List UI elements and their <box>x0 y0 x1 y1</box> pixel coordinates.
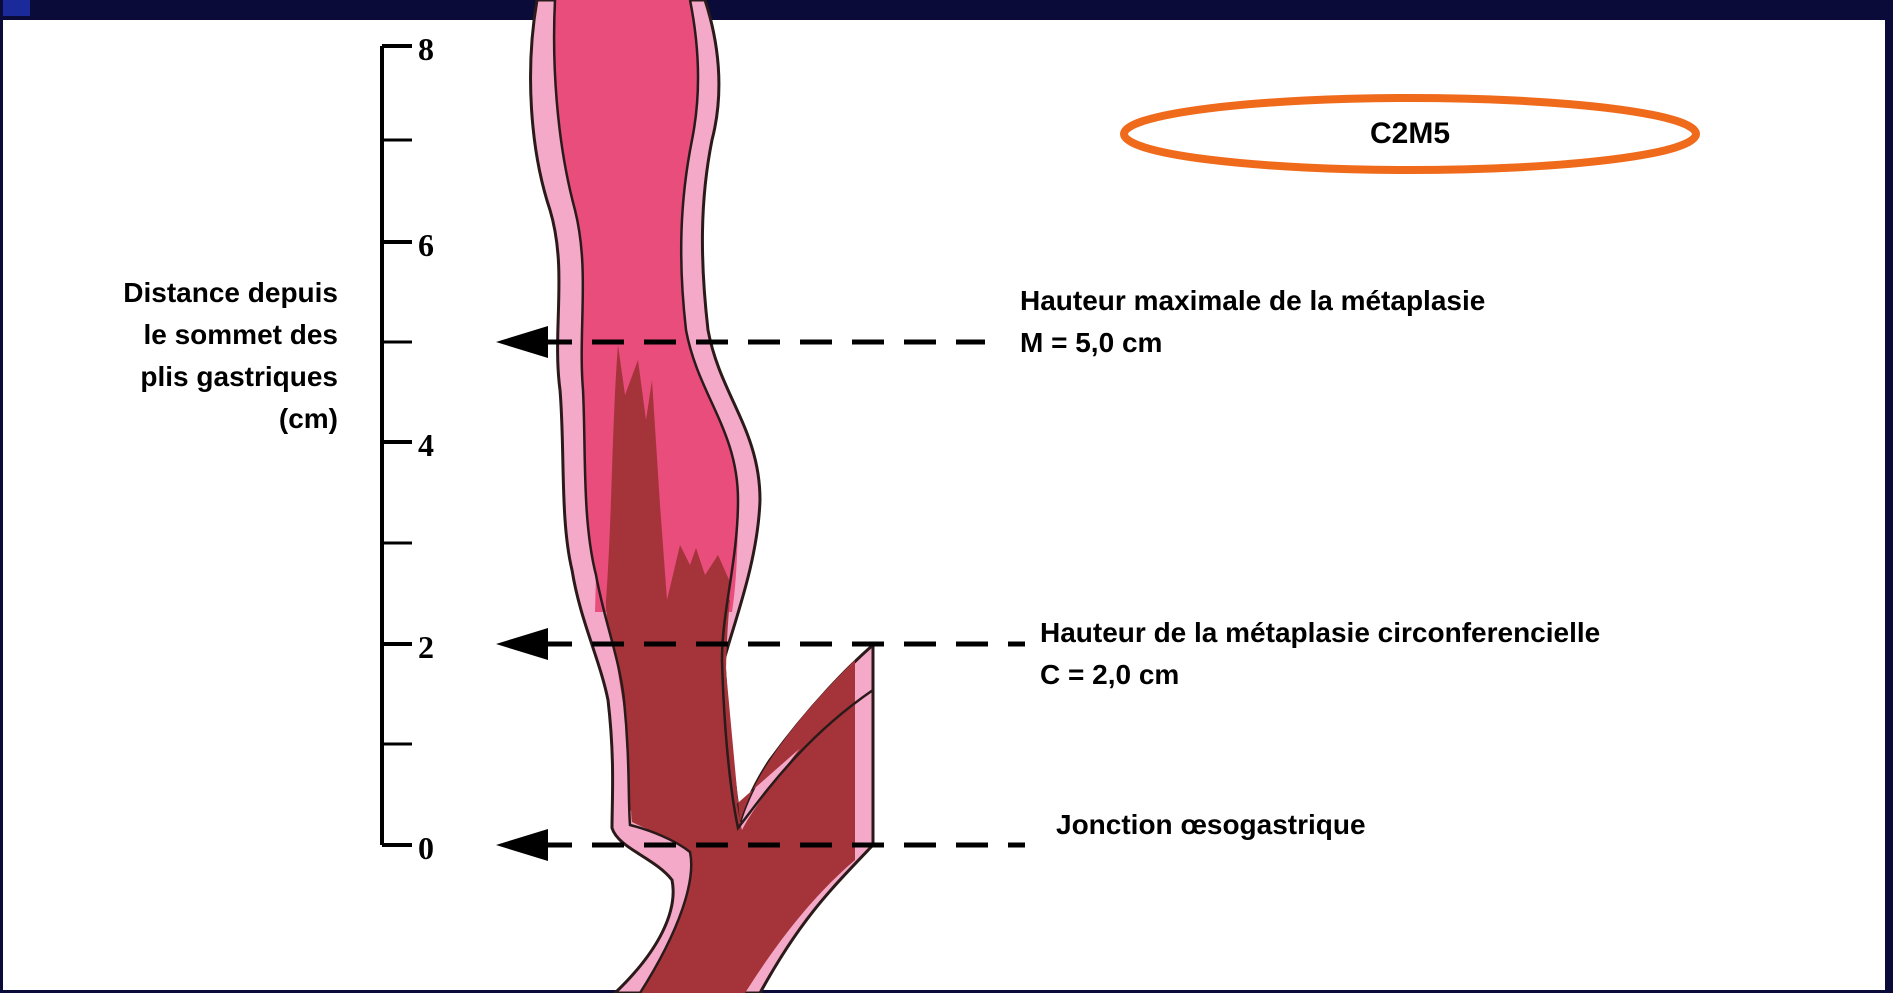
max-height-title: Hauteur maximale de la métaplasie <box>1020 280 1485 322</box>
axis-title-line-1: Distance depuis <box>0 272 338 314</box>
junction-title: Jonction œsogastrique <box>1056 804 1366 846</box>
metaplasia-lower <box>606 600 855 993</box>
circumferential-value: C = 2,0 cm <box>1040 654 1600 696</box>
tick-label-2: 2 <box>418 629 434 665</box>
circumferential-annotation: Hauteur de la métaplasie circonferenciel… <box>1040 612 1600 696</box>
tick-label-0: 0 <box>418 830 434 866</box>
arrow-circumferential <box>496 628 1025 660</box>
max-height-annotation: Hauteur maximale de la métaplasie M = 5,… <box>1020 280 1485 364</box>
axis-title: Distance depuis le sommet des plis gastr… <box>0 272 338 440</box>
max-height-value: M = 5,0 cm <box>1020 322 1485 364</box>
tick-label-4: 4 <box>418 427 434 463</box>
axis-title-line-2: le sommet des <box>0 314 338 356</box>
c2m5-badge-label: C2M5 <box>1120 112 1700 156</box>
circumferential-title: Hauteur de la métaplasie circonferenciel… <box>1040 612 1600 654</box>
junction-annotation: Jonction œsogastrique <box>1056 804 1366 846</box>
axis-title-line-3: plis gastriques <box>0 356 338 398</box>
tick-label-6: 6 <box>418 227 434 263</box>
axis-title-line-4: (cm) <box>0 398 338 440</box>
tick-label-8: 8 <box>418 31 434 67</box>
